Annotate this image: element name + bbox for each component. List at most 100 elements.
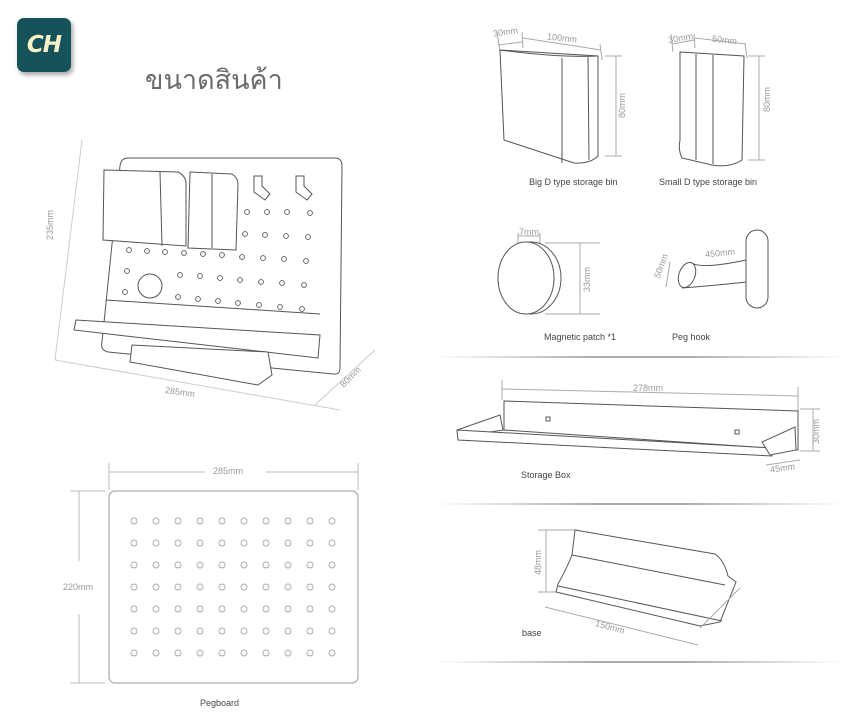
peg-hole: [240, 539, 248, 547]
peg-hook-drawing: [665, 229, 769, 309]
peg-hole: [218, 649, 226, 657]
peg-hole: [306, 627, 314, 635]
peg-hole: [284, 539, 292, 547]
peg-hole: [284, 561, 292, 569]
peg-hole: [306, 539, 314, 547]
big-bin-drawing: [496, 31, 622, 164]
peg-hole: [130, 649, 138, 657]
peg-hole: [130, 517, 138, 525]
base-height-label: 48mm: [533, 549, 543, 575]
logo-text: CH: [26, 32, 62, 58]
peg-hole: [306, 605, 314, 613]
section-divider: [435, 356, 845, 358]
peg-hole: [174, 605, 182, 613]
peg-hole: [328, 649, 336, 657]
peg-hole: [174, 561, 182, 569]
big-bin-caption: Big D type storage bin: [529, 177, 618, 187]
peg-hole: [284, 583, 292, 591]
peg-hole: [196, 605, 204, 613]
peg-hole: [130, 627, 138, 635]
peg-hole: [174, 649, 182, 657]
peg-hole: [174, 583, 182, 591]
peg-hole: [262, 561, 270, 569]
big-bin-height-label: 80mm: [617, 92, 627, 118]
peg-hole: [328, 517, 336, 525]
small-bin-drawing: [670, 33, 765, 167]
peg-hole: [130, 561, 138, 569]
peg-hole: [284, 605, 292, 613]
peg-hole: [152, 605, 160, 613]
peg-hole: [196, 649, 204, 657]
pegboard-caption: Pegboard: [200, 698, 240, 708]
storage-box-width-label: 278mm: [633, 383, 664, 393]
peg-hole: [152, 627, 160, 635]
peg-hole: [218, 561, 226, 569]
section-divider: [435, 503, 845, 505]
peg-hole: [218, 583, 226, 591]
storage-box-drawing: [456, 380, 820, 466]
storage-box-caption: Storage Box: [521, 470, 571, 480]
peg-hole: [196, 583, 204, 591]
peg-hole: [196, 627, 204, 635]
page-title: ขนาดสินค้า: [145, 65, 283, 96]
peg-hole: [328, 539, 336, 547]
peg-hole: [130, 605, 138, 613]
peg-hole: [262, 649, 270, 657]
peg-hole: [174, 517, 182, 525]
peg-hole: [174, 627, 182, 635]
assembly-height-label: 235mm: [45, 209, 55, 240]
peg-hole: [328, 561, 336, 569]
peg-hole: [328, 627, 336, 635]
peg-hole: [240, 517, 248, 525]
peg-hole: [218, 517, 226, 525]
pegboard-width-label: 285mm: [213, 466, 244, 476]
peg-hole: [240, 561, 248, 569]
peg-hole: [130, 539, 138, 547]
peg-hole: [240, 605, 248, 613]
magnetic-patch-drawing: [497, 233, 600, 315]
peg-hole: [196, 539, 204, 547]
peg-hole: [130, 583, 138, 591]
peg-hole: [306, 583, 314, 591]
peg-hole: [306, 561, 314, 569]
peg-hole: [262, 517, 270, 525]
section-divider: [435, 661, 845, 663]
peg-hole: [174, 539, 182, 547]
peg-hole: [152, 539, 160, 547]
pegboard-drawing: [70, 463, 359, 684]
small-bin-caption: Small D type storage bin: [659, 177, 758, 187]
peg-hole: [218, 627, 226, 635]
storage-box-height-label: 30mm: [811, 418, 821, 444]
peg-hole: [152, 583, 160, 591]
peg-hole: [196, 561, 204, 569]
peg-hole: [152, 517, 160, 525]
small-bin-height-label: 80mm: [762, 86, 772, 112]
peg-hole: [262, 627, 270, 635]
peg-hole: [306, 649, 314, 657]
peg-hole: [262, 605, 270, 613]
peg-hole: [196, 517, 204, 525]
peg-hole: [152, 561, 160, 569]
base-drawing: [538, 529, 741, 646]
peg-hole: [240, 649, 248, 657]
peg-hole: [328, 605, 336, 613]
peg-hole: [328, 583, 336, 591]
magnet-diameter-label: 33mm: [582, 266, 592, 292]
peg-hole: [240, 627, 248, 635]
base-caption: base: [522, 628, 542, 638]
assembly-drawing: [54, 139, 376, 411]
peg-hole: [284, 627, 292, 635]
peg-hole: [262, 539, 270, 547]
peg-hole: [306, 517, 314, 525]
magnet-thickness-label: 7mm: [519, 227, 539, 237]
brand-logo: CH: [17, 18, 71, 72]
peg-hole: [240, 583, 248, 591]
peg-hole: [218, 539, 226, 547]
peg-hole: [262, 583, 270, 591]
peg-hole: [152, 649, 160, 657]
magnetic-patch-caption: Magnetic patch *1: [544, 332, 617, 342]
peg-hole: [284, 517, 292, 525]
peg-hook-caption: Peg hook: [672, 332, 711, 342]
peg-hole: [218, 605, 226, 613]
